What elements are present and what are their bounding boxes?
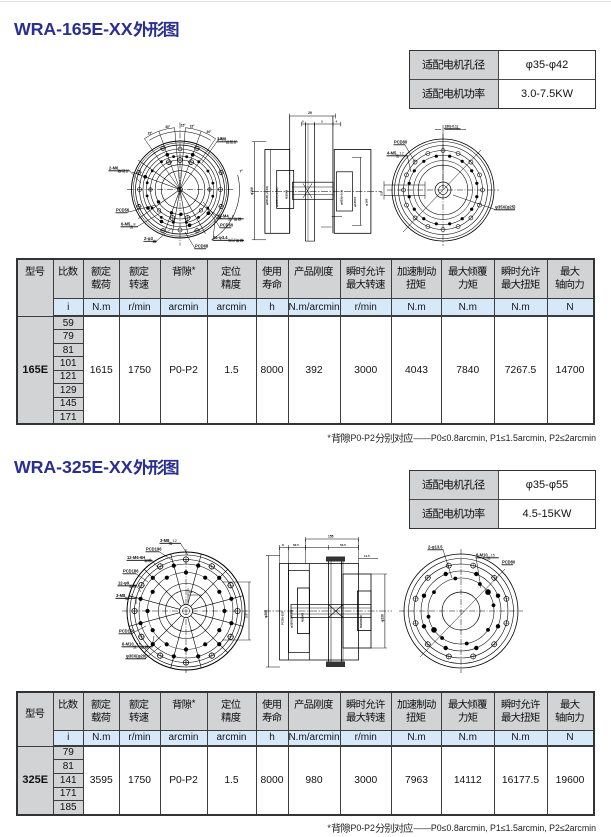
svg-text:2: 2 <box>175 538 177 543</box>
svg-text:PCD80: PCD80 <box>502 560 516 565</box>
svg-text:PCD8-100: PCD8-100 <box>281 611 285 625</box>
svg-text:PCD68: PCD68 <box>195 244 209 249</box>
svg-text:PCD60: PCD60 <box>220 223 234 228</box>
svg-text:4: 4 <box>336 119 338 123</box>
svg-text:PCD80: PCD80 <box>394 140 408 145</box>
svg-text:2: 2 <box>402 151 404 156</box>
svg-text:PCD150: PCD150 <box>119 629 135 634</box>
svg-text:3.5: 3.5 <box>380 191 384 196</box>
svg-text:2-M6: 2-M6 <box>109 166 119 171</box>
svg-text:1: 1 <box>399 151 401 156</box>
svg-text:29: 29 <box>308 111 312 115</box>
svg-text:1: 1 <box>491 553 493 558</box>
svg-text:φ230: φ230 <box>380 614 384 622</box>
svg-text:2-M8: 2-M8 <box>217 137 227 142</box>
svg-text:5: 5 <box>302 119 304 123</box>
svg-text:1: 1 <box>172 538 174 543</box>
svg-text:2: 2 <box>131 593 133 598</box>
svg-text:φ130h7(-0.04): φ130h7(-0.04) <box>275 188 279 208</box>
svg-text:4-M5: 4-M5 <box>387 151 397 156</box>
svg-text:30°: 30° <box>165 125 171 129</box>
svg-text:6-M10: 6-M10 <box>476 553 488 558</box>
svg-text:7°: 7° <box>240 170 244 174</box>
svg-text:1: 1 <box>128 593 130 598</box>
svg-text:3-M8: 3-M8 <box>116 593 126 598</box>
svg-text:φ35X(φ25): φ35X(φ25) <box>495 205 516 210</box>
svg-text:2-φ3: 2-φ3 <box>144 236 154 241</box>
svg-text:6-M5: 6-M5 <box>121 222 131 227</box>
svg-text:M10X9X8: M10X9X8 <box>359 615 363 628</box>
svg-text:12-φ9: 12-φ9 <box>118 581 130 586</box>
svg-text:11.5: 11.5 <box>364 554 370 558</box>
svg-text:16-M4: 16-M4 <box>217 214 229 219</box>
svg-text:φ265: φ265 <box>264 610 268 618</box>
svg-text:6-M10: 6-M10 <box>122 642 134 647</box>
svg-text:1: 1 <box>137 642 139 647</box>
svg-text:φ160X(+0.05): φ160X(+0.05) <box>290 610 294 628</box>
svg-text:φ60H7(+0.03): φ60H7(+0.03) <box>265 186 269 205</box>
svg-text:16-φ3.4: 16-φ3.4 <box>213 235 228 240</box>
svg-text:5: 5 <box>139 642 141 647</box>
svg-text:3-M8: 3-M8 <box>160 538 170 543</box>
svg-text:8: 8 <box>282 543 284 547</box>
svg-text:180(-0.1): 180(-0.1) <box>445 125 458 129</box>
svg-text:15°: 15° <box>147 132 153 136</box>
svg-text:φ30X(φ20): φ30X(φ20) <box>126 654 147 659</box>
svg-text:5: 5 <box>493 553 495 558</box>
svg-text:PCD56: PCD56 <box>116 208 130 213</box>
svg-text:PCD196: PCD196 <box>146 547 162 552</box>
svg-text:φ160: φ160 <box>365 198 369 206</box>
svg-text:53.5: 53.5 <box>340 543 346 547</box>
svg-text:8: 8 <box>232 214 234 219</box>
svg-text:15°: 15° <box>218 137 224 141</box>
svg-text:12-M6-6H: 12-M6-6H <box>127 555 145 560</box>
svg-text:155: 155 <box>328 535 334 539</box>
svg-text:15°: 15° <box>190 124 196 128</box>
svg-text:15°: 15° <box>189 590 194 594</box>
svg-text:63.5: 63.5 <box>293 543 299 547</box>
svg-text:φ135h7: φ135h7 <box>353 196 357 207</box>
svg-text:M10X9: M10X9 <box>285 189 289 199</box>
svg-text:15°: 15° <box>181 124 187 128</box>
svg-text:φ166: φ166 <box>250 187 254 195</box>
svg-text:3: 3 <box>321 119 323 123</box>
svg-text:φ62X(+0.1): φ62X(+0.1) <box>340 190 344 205</box>
svg-text:2-φ13.5: 2-φ13.5 <box>428 545 443 550</box>
svg-text:3.5°: 3.5° <box>245 612 249 618</box>
svg-text:8: 8 <box>133 222 135 227</box>
svg-text:30°: 30° <box>207 130 213 134</box>
svg-text:PCD186: PCD186 <box>123 569 139 574</box>
